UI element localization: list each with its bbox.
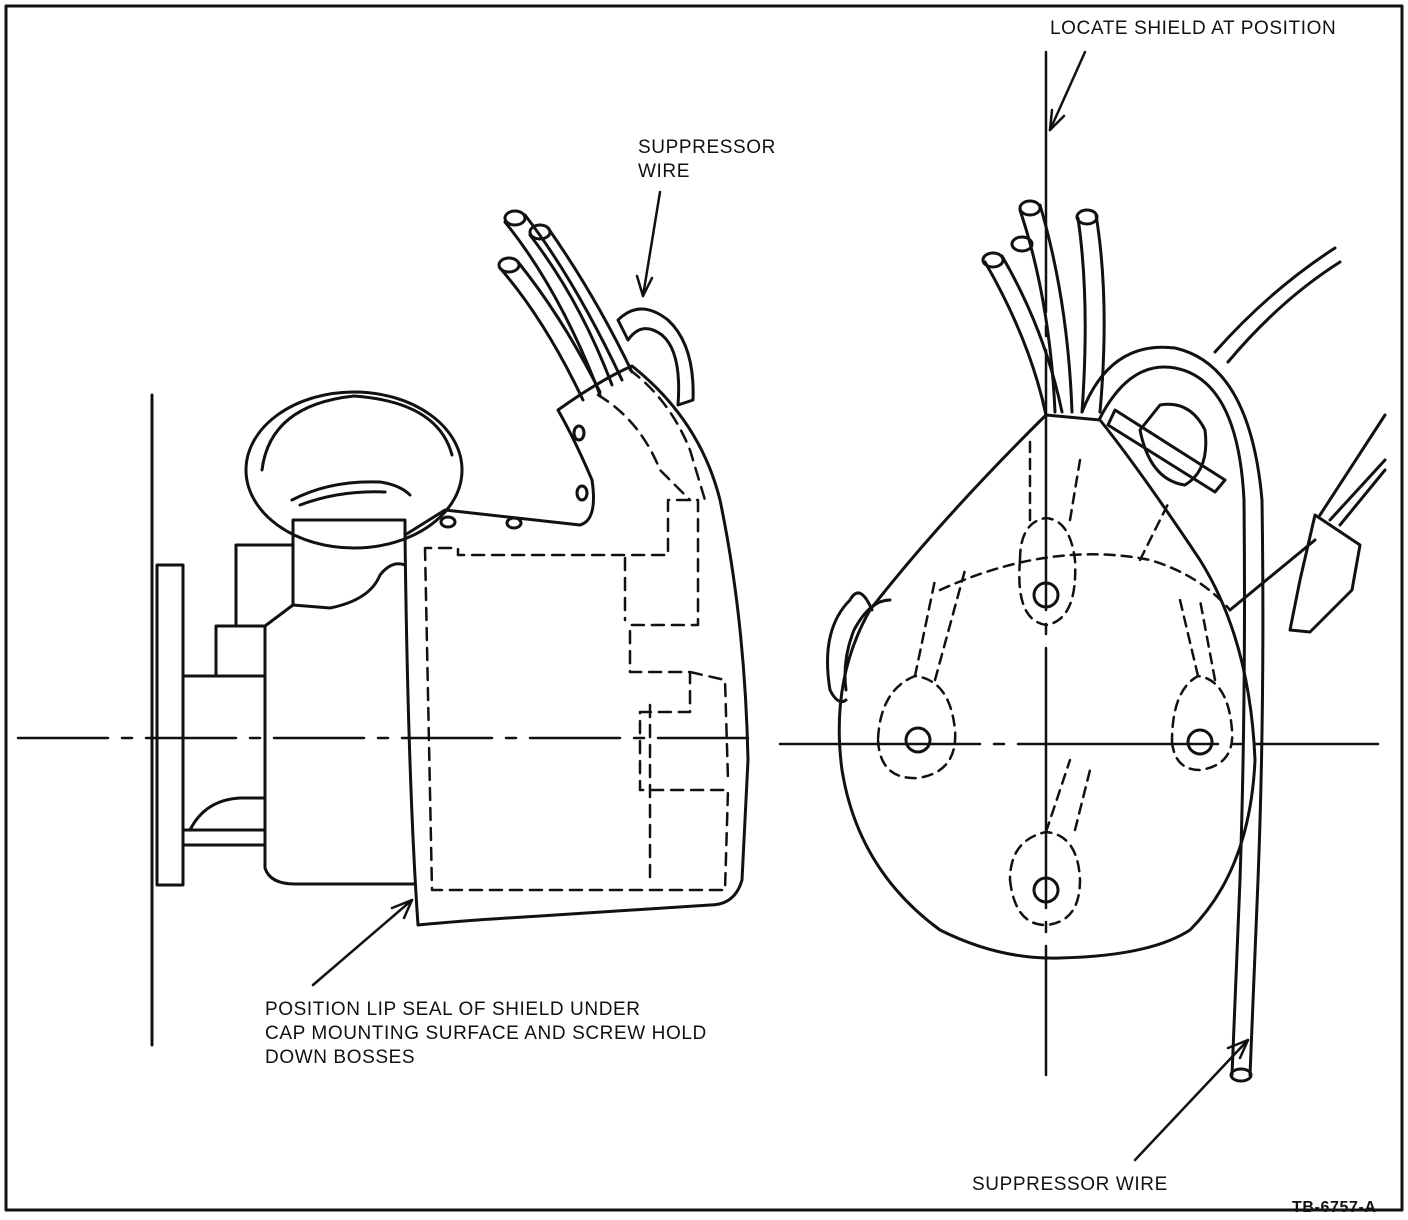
- suppressor-wire-leader: [641, 190, 662, 298]
- distributor-flange: [155, 563, 185, 887]
- locate-shield-label: LOCATE SHIELD AT POSITION: [1050, 18, 1337, 39]
- shield-body: [403, 364, 750, 927]
- terminal-hole-top: [1032, 581, 1060, 609]
- side-spark-wires: [497, 209, 634, 402]
- distributor-housing: [181, 518, 417, 886]
- top-right-connector: [1228, 413, 1387, 634]
- terminal-hole-right: [1186, 728, 1214, 756]
- upper-right-wire: [1213, 246, 1342, 364]
- locate-shield-leader: [1048, 50, 1087, 132]
- vacuum-dome-inner: [290, 480, 412, 507]
- lip-seal-label-line1: POSITION LIP SEAL OF SHIELD UNDER: [265, 999, 641, 1020]
- hidden-terminals: [876, 438, 1234, 927]
- ear-hole-4: [575, 484, 589, 502]
- suppressor-wire-bottom-leader: [1133, 1038, 1250, 1162]
- suppressor-wire-top-label-line2: WIRE: [638, 161, 691, 182]
- rotor-clip: [1106, 402, 1227, 494]
- ear-hole-2: [505, 516, 523, 530]
- vacuum-dome: [244, 390, 464, 550]
- side-view: [16, 190, 762, 1047]
- terminal-hole-left: [904, 726, 932, 754]
- lip-seal-label-line3: DOWN BOSSES: [265, 1047, 416, 1068]
- figure-id-label: TB-6757-A: [1292, 1199, 1377, 1216]
- top-spark-wires: [981, 199, 1106, 417]
- hidden-wire-path: [596, 368, 707, 502]
- top-left-ear: [826, 591, 874, 704]
- suppressor-wire-end: [1229, 1067, 1253, 1083]
- figure-border: [4, 4, 1404, 1212]
- ear-hole-3: [572, 424, 586, 442]
- suppressor-wire-bottom-label: SUPPRESSOR WIRE: [972, 1174, 1168, 1195]
- terminal-hole-bottom: [1032, 876, 1060, 904]
- housing-steps: [214, 543, 407, 832]
- side-suppressor-wire: [616, 307, 695, 407]
- top-view: [778, 50, 1387, 1162]
- suppressor-wire-top-label-line1: SUPPRESSOR: [638, 137, 776, 158]
- hidden-cap-outline: [423, 498, 730, 892]
- ear-hole-1: [439, 515, 457, 529]
- vacuum-dome-rim: [260, 394, 454, 472]
- top-suppressor-wire: [1080, 345, 1265, 1077]
- lip-seal-label-line2: CAP MOUNTING SURFACE AND SCREW HOLD: [265, 1023, 707, 1044]
- housing-lower-bracket: [181, 796, 267, 847]
- lip-seal-leader: [311, 898, 414, 987]
